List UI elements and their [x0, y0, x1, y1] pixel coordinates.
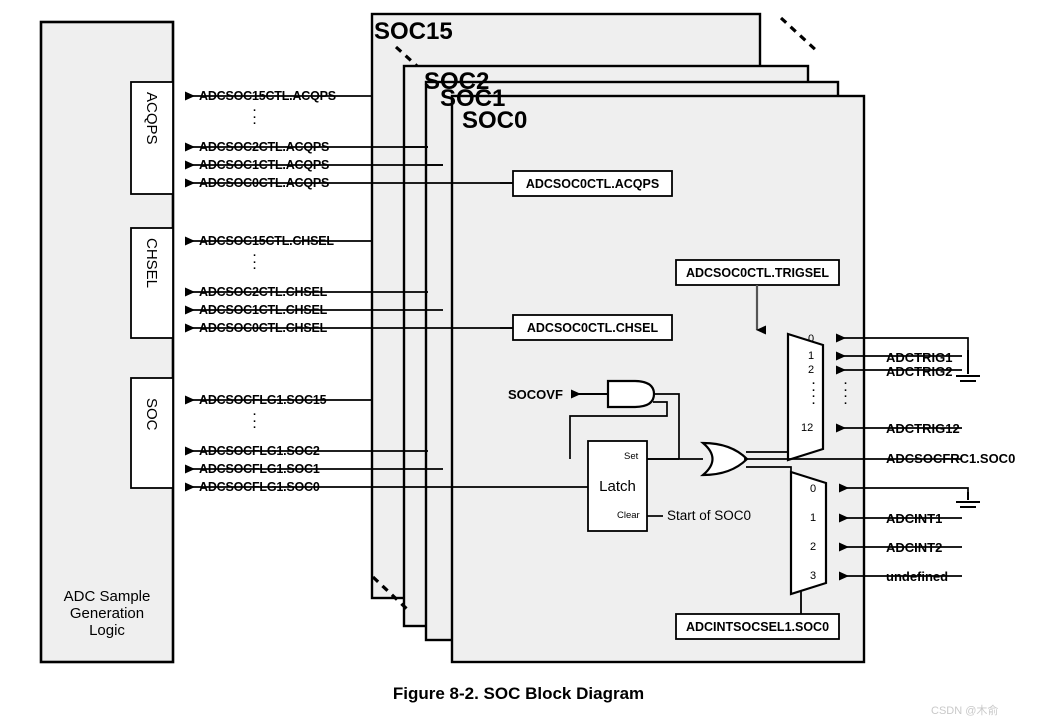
- trig-mux-input-0: 0: [808, 333, 815, 345]
- panel-internal-routing: [404, 146, 443, 166]
- adcint1-label: ADCINT1: [886, 511, 943, 526]
- adcsocfrc1-soc0-label: ADCSOCFRC1.SOC0: [886, 451, 1016, 466]
- trigger-mux-input-wires: [836, 333, 969, 433]
- int-mux-input-3: 3: [810, 570, 817, 582]
- wire-label-acqps-2: ADCSOC2CTL.ACQPS: [199, 140, 330, 154]
- figure-caption: Figure 8-2. SOC Block Diagram: [392, 684, 645, 703]
- adcintsocsel1-soc0-box: [675, 613, 840, 640]
- start-of-soc0-label: Start of SOC0: [667, 508, 752, 523]
- wire-label-acqps-1: ADCSOC1CTL.ACQPS: [199, 158, 330, 172]
- adc-logic-line1: ADC Sample: [63, 588, 151, 605]
- wire-label-socflg-0: ADCSOCFLG1.SOC0: [199, 480, 320, 494]
- chsel-label: CHSEL: [143, 238, 160, 289]
- adc-logic-line2: Generation: [69, 605, 145, 622]
- panel-title-soc2: SOC2: [424, 68, 490, 95]
- chsel-subblock: [130, 227, 174, 339]
- acqps-label: ACQPS: [143, 92, 160, 145]
- acqps-ellipsis: ···: [253, 105, 257, 130]
- trig-mux-ellipsis-outer: ····: [844, 378, 848, 410]
- panel-title-soc1: SOC1: [440, 85, 506, 112]
- adcint2-label: ADCINT2: [886, 540, 943, 555]
- adc-sample-generation-logic-title: ADC Sample Generation Logic: [41, 588, 173, 639]
- repetition-dashes: [371, 16, 820, 612]
- wire-label-acqps-15: ADCSOC15CTL.ACQPS: [199, 89, 336, 103]
- adctrig12-label: ADCTRIG12: [886, 421, 960, 436]
- panel-title-soc15: SOC15: [374, 18, 453, 45]
- wire-label-socflg-1: ADCSOCFLG1.SOC1: [199, 462, 320, 476]
- adctrig1-label: ADCTRIG1: [886, 350, 953, 365]
- wire-label-socflg-15: ADCSOCFLG1.SOC15: [199, 393, 327, 407]
- chsel-ellipsis: ···: [253, 250, 257, 275]
- soc-panel-stack: [370, 12, 866, 664]
- register-box-stubs: [500, 182, 513, 329]
- or-gate-input-wires: [744, 447, 962, 530]
- socovf-label: SOCOVF: [508, 387, 563, 402]
- adcsoc0ctl-chsel-label: ADCSOC0CTL.CHSEL: [526, 321, 659, 335]
- latch-block: [587, 440, 648, 532]
- undefined-label: undefined: [886, 569, 949, 584]
- acqps-wires: [185, 91, 524, 188]
- trigger-mux-shape: [786, 332, 825, 462]
- int-mux-input-2: 2: [810, 541, 817, 553]
- wire-label-chsel-1: ADCSOC1CTL.CHSEL: [199, 303, 328, 317]
- and-gate-input-wires: [569, 401, 668, 459]
- chsel-wires: [185, 236, 524, 333]
- latch-clear-pin-label: Clear: [617, 510, 640, 521]
- wire-label-chsel-2: ADCSOC2CTL.CHSEL: [199, 285, 328, 299]
- adcintsocsel1-soc0-label: ADCINTSOCSEL1.SOC0: [685, 620, 830, 634]
- csdn-watermark: CSDN @木俞: [931, 705, 999, 717]
- soc-label: SOC: [143, 398, 160, 431]
- int-mux-input-1: 1: [810, 512, 817, 524]
- soc-subblock: [130, 377, 174, 489]
- latch-title: Latch: [599, 478, 636, 495]
- wire-label-chsel-15: ADCSOC15CTL.CHSEL: [199, 234, 334, 248]
- panel-title-soc0: SOC0: [462, 107, 528, 134]
- trig-mux-input-1: 1: [808, 350, 815, 362]
- interrupt-mux-input-wires: [839, 483, 969, 581]
- adctrig2-label: ADCTRIG2: [886, 364, 953, 379]
- latch-set-pin-label: Set: [624, 451, 639, 462]
- trig-mux-input-2: 2: [808, 364, 815, 376]
- interrupt-mux-shape: [789, 470, 828, 596]
- wire-label-socflg-2: ADCSOCFLG1.SOC2: [199, 444, 320, 458]
- trig-mux-input-12: 12: [801, 422, 814, 434]
- ground-symbol-trigger: [956, 350, 980, 382]
- trig-mux-ellipsis-inner: ····: [812, 378, 816, 410]
- adcsoc0ctl-trigsel-box: [675, 259, 840, 286]
- soc-flag-wires: [185, 395, 568, 492]
- or-gate-shape: [699, 441, 749, 477]
- acqps-subblock: [130, 81, 174, 195]
- soc-ellipsis: ···: [253, 409, 257, 434]
- int-mux-input-0: 0: [810, 483, 817, 495]
- wire-label-chsel-0: ADCSOC0CTL.CHSEL: [199, 321, 328, 335]
- and-gate-shape: [606, 379, 656, 409]
- adcsoc0ctl-acqps-label: ADCSOC0CTL.ACQPS: [525, 177, 660, 191]
- wire-label-acqps-0: ADCSOC0CTL.ACQPS: [199, 176, 330, 190]
- ground-symbol-interrupt: [956, 492, 980, 508]
- adcsoc0ctl-trigsel-label: ADCSOC0CTL.TRIGSEL: [685, 266, 830, 280]
- adc-logic-line3: Logic: [89, 622, 125, 639]
